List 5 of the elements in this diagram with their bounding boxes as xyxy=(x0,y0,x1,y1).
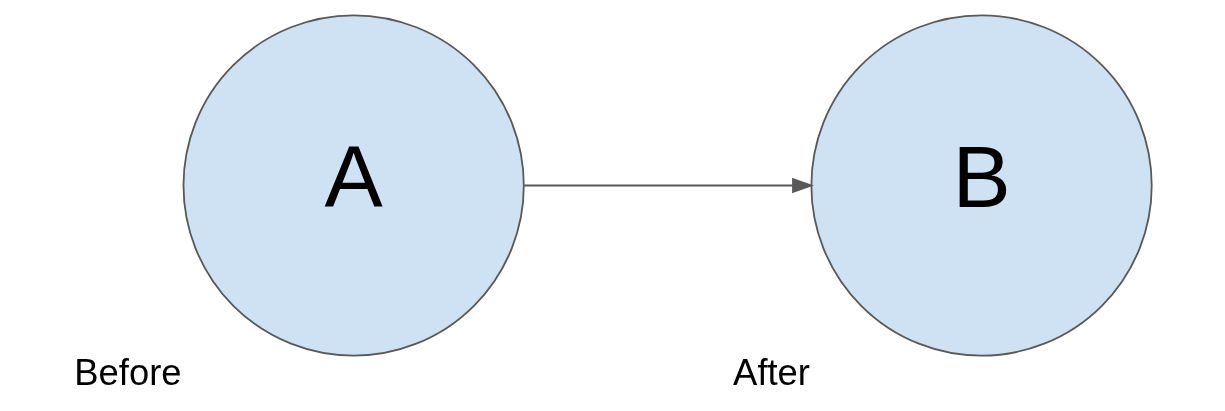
node-label: Before xyxy=(73,351,181,393)
node-label: After xyxy=(732,351,810,393)
node-circle: A xyxy=(182,14,525,357)
arrow xyxy=(523,177,814,194)
node-circle: B xyxy=(809,14,1153,357)
